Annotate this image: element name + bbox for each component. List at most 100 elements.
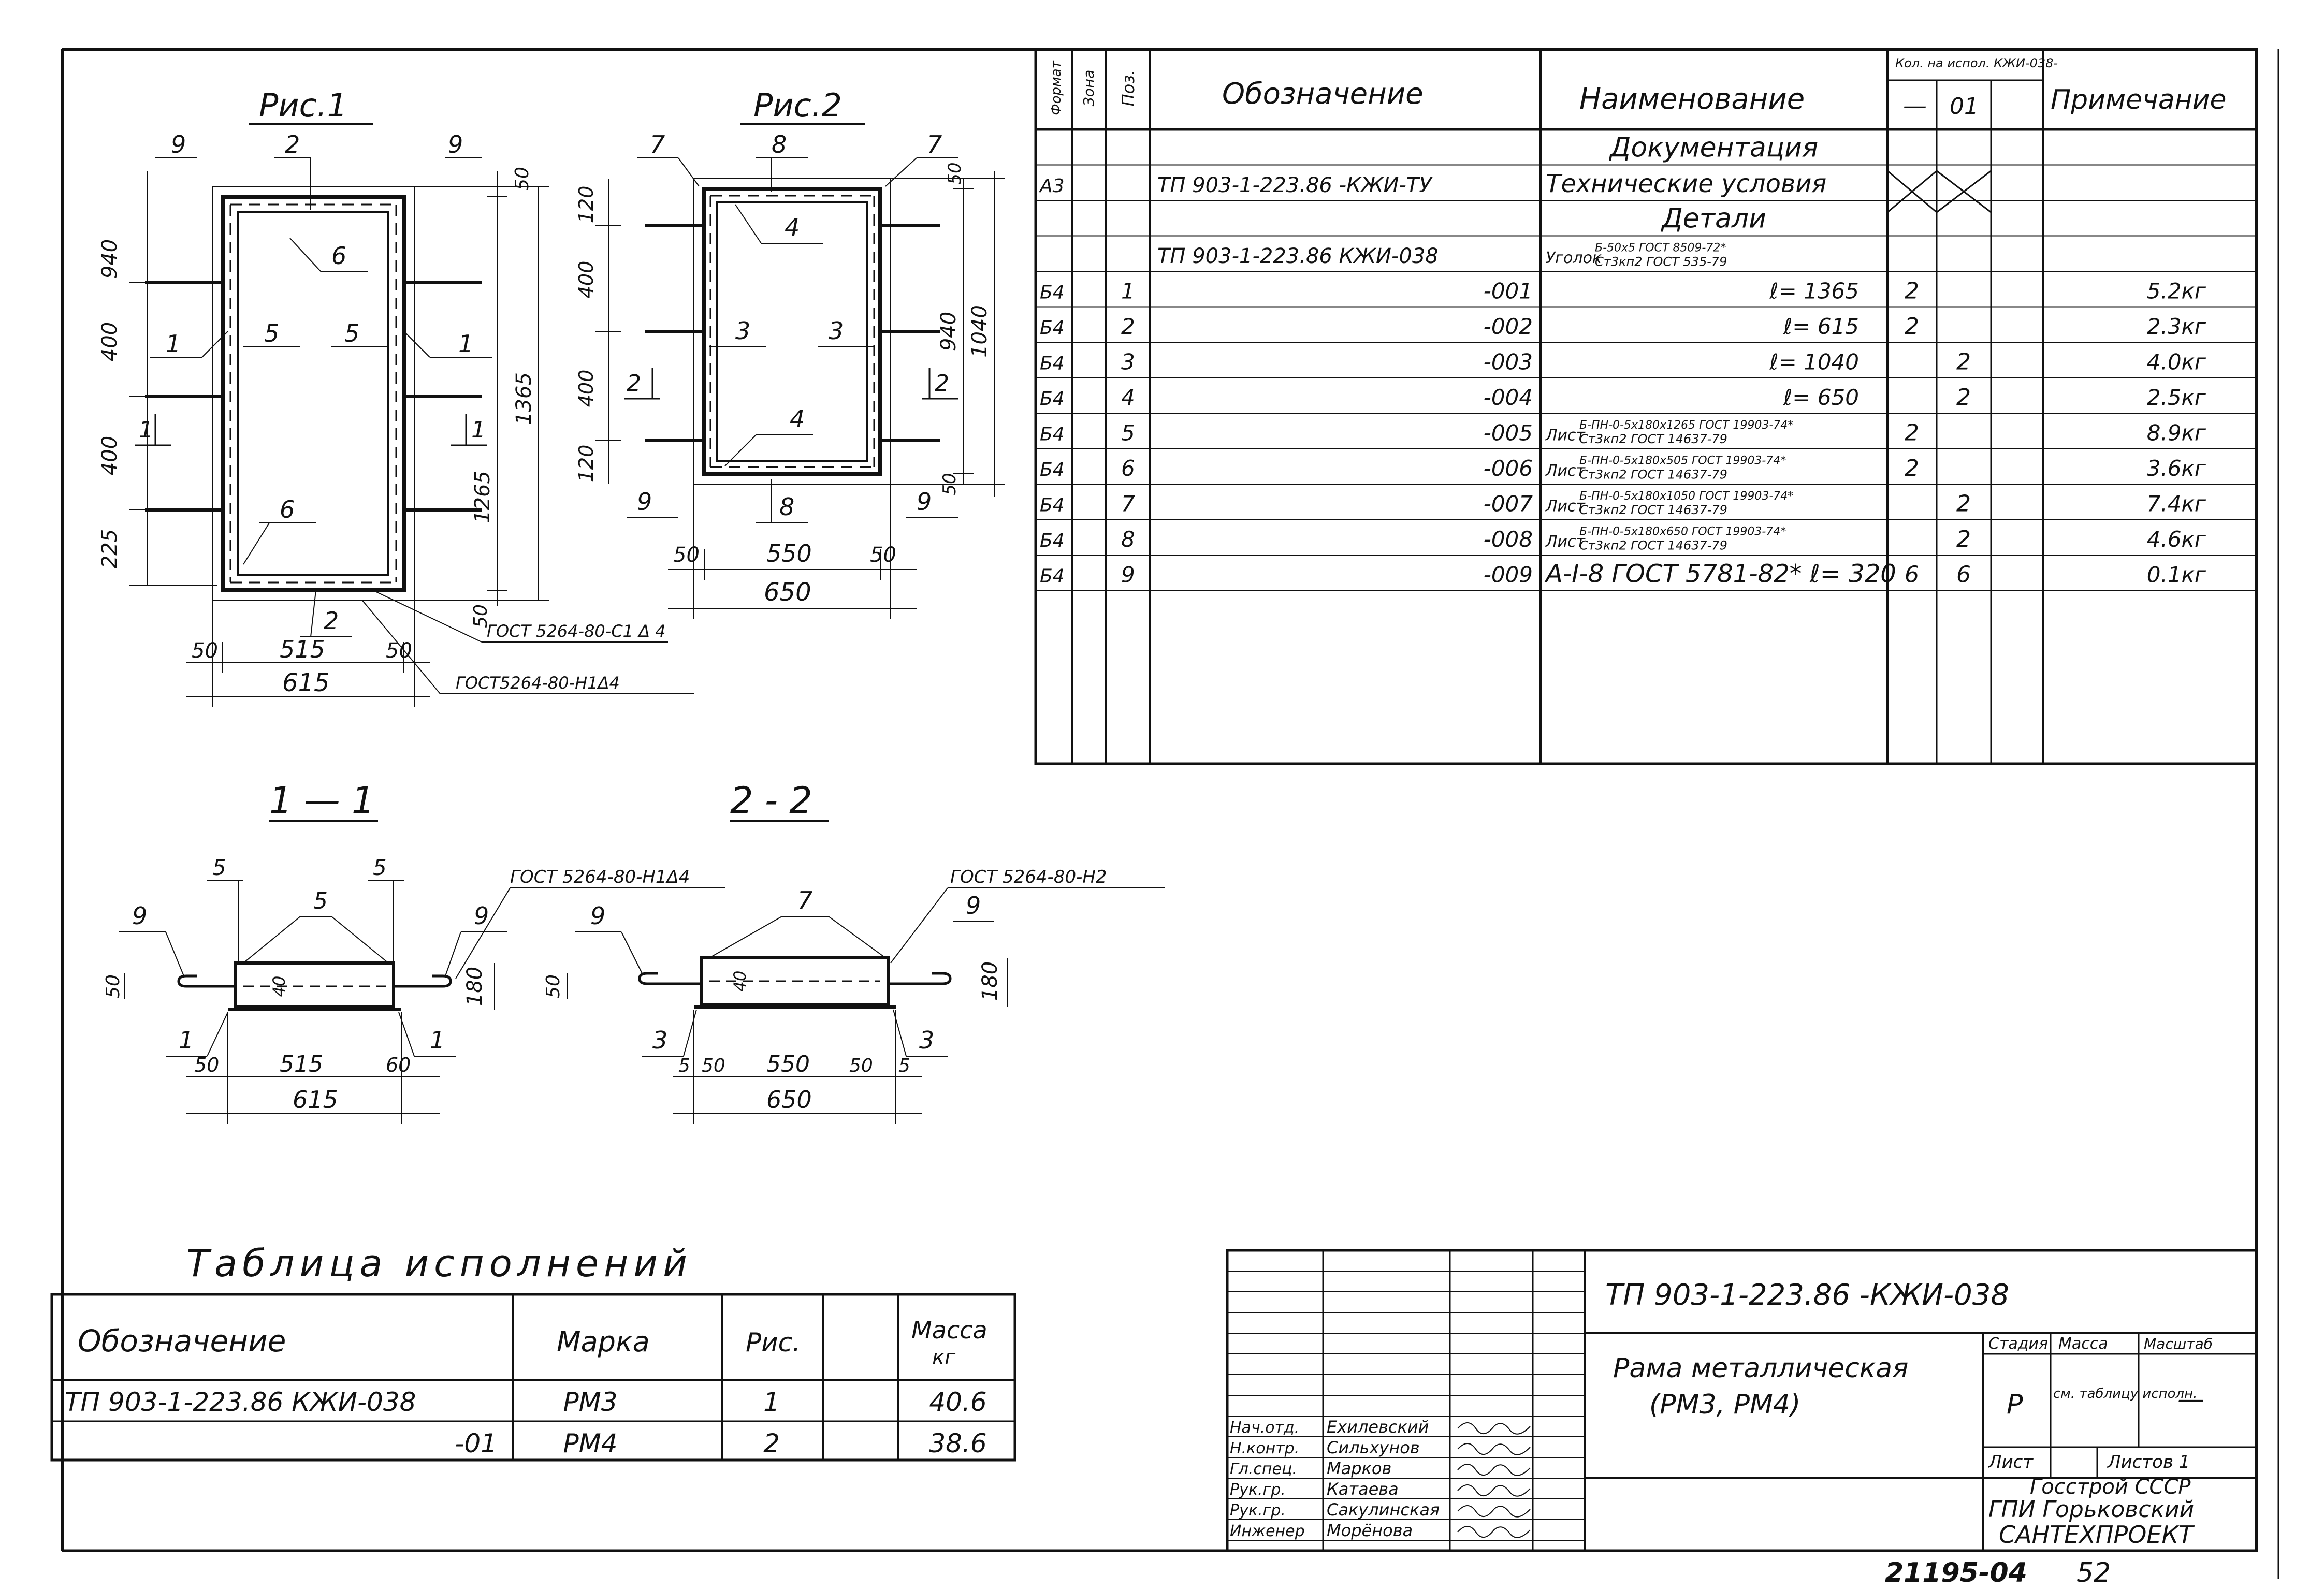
sec22-dim-650: 650 [766, 1086, 812, 1114]
variant-mass: 38.6 [929, 1428, 986, 1458]
spec-cell-name: ℓ= 1365 [1769, 279, 1859, 304]
variant-mass: 40.6 [929, 1387, 986, 1417]
spec-cell-name: Документация [1609, 133, 1818, 164]
sec22-weld: ГОСТ 5264-80-Н2 [950, 867, 1107, 887]
fig1-dim-50-r: 50 [386, 639, 412, 663]
tb-name-line1: Рама металлическая [1613, 1353, 1908, 1384]
tb-role: Н.контр. [1230, 1439, 1299, 1457]
spec-cell-pos: 3 [1121, 349, 1135, 375]
fig1-mark-2-bottom: 2 [324, 607, 339, 635]
figure-2: Рис.2 120 400 400 120 50 940 1040 [575, 86, 1005, 619]
fig2-mark-3-right: 3 [829, 317, 844, 345]
fig2-dim-120-top: 120 [575, 186, 598, 224]
spec-row: Детали [1661, 203, 1766, 235]
spec-cell-qty-a: 6 [1905, 562, 1919, 588]
sec11-mark-5a: 5 [212, 855, 226, 880]
spec-header-qty-a: — [1903, 92, 1927, 120]
sec22-dim-180: 180 [978, 961, 1002, 1001]
fig2-dim-400b: 400 [575, 370, 598, 407]
sec11-dim-40: 40 [269, 976, 289, 997]
spec-cell-name: Уголок [1546, 249, 1602, 267]
fig2-mark-3-left: 3 [735, 317, 750, 345]
spec-cell-name-line1: Б-ПН-0-5х180х1050 ГОСТ 19903-74* [1579, 490, 1793, 503]
tb-org3: САНТЕХПРОЕКТ [1999, 1521, 2195, 1549]
spec-cell-note: 0.1кг [2147, 562, 2206, 588]
spec-header-pos: Поз. [1119, 70, 1138, 107]
fig1-mark-6-top: 6 [331, 242, 346, 270]
spec-cell-name-line1: Б-ПН-0-5х180х650 ГОСТ 19903-74* [1579, 526, 1786, 538]
spec-cell-designation: -006 [1484, 456, 1533, 481]
tb-person-name: Сакулинская [1327, 1500, 1440, 1520]
signature-mark [1457, 1464, 1531, 1476]
fig2-mark-4-top: 4 [785, 213, 800, 241]
variant-designation: ТП 903-1-223.86 КЖИ-038 [65, 1387, 416, 1417]
tb-sheets-label: Листов 1 [2107, 1452, 2190, 1472]
signature-mark [1457, 1526, 1531, 1538]
tb-person-name: Катаева [1327, 1479, 1399, 1499]
fig1-dim-400b: 400 [98, 436, 122, 475]
spec-cell-note: 2.3кг [2147, 314, 2206, 339]
spec-cell-name-line1: Б-ПН-0-5х180х1265 ГОСТ 19903-74* [1579, 419, 1793, 432]
tb-role: Инженер [1230, 1522, 1305, 1540]
tb-signature-row: Н.контр.Сильхунов [1230, 1438, 1531, 1457]
fig2-dim-50-r: 50 [870, 543, 896, 567]
sec11-mark-9-left: 9 [132, 902, 147, 930]
variants-header-mass: Масса [911, 1316, 987, 1344]
spec-cell-designation: -001 [1484, 279, 1533, 304]
fig1-dim-1365: 1365 [512, 372, 536, 425]
fig2-mark-4-bottom: 4 [790, 405, 805, 433]
tb-name-line2: (РМ3, РМ4) [1649, 1389, 1800, 1420]
spec-cell-designation: -005 [1484, 420, 1533, 446]
fig2-dim-1040: 1040 [968, 305, 992, 358]
sec22-mark-9-left: 9 [590, 902, 605, 930]
fig1-dim-225: 225 [98, 529, 122, 568]
figure-1: Рис.1 940 400 400 225 50 [98, 86, 694, 707]
tb-signature-row: Инженер Морёнова [1230, 1521, 1531, 1540]
spec-cell-format: Б4 [1040, 459, 1065, 480]
sec11-dim-50b: 50 [194, 1054, 219, 1076]
spec-header-name: Наименование [1579, 82, 1805, 116]
tb-person-name: Ехилевский [1327, 1417, 1429, 1437]
fig1-section-1-right: 1 [471, 417, 486, 443]
spec-cell-format: Б4 [1040, 566, 1065, 587]
spec-cell-note: 2.5кг [2147, 385, 2206, 410]
sec22-dim-50: 50 [543, 974, 564, 998]
fig2-dim-50-l: 50 [673, 543, 700, 567]
fig1-dim-515: 515 [280, 635, 325, 663]
sec22-dim-5-left: 5 [678, 1055, 690, 1076]
sec11-mark-5c: 5 [373, 855, 387, 880]
spec-cell-designation: -003 [1484, 349, 1533, 375]
spec-header-designation: Обозначение [1222, 77, 1424, 111]
spec-cell-name: Лист [1545, 533, 1586, 551]
fig1-dim-940: 940 [98, 239, 122, 279]
fig1-weld-callout-2: ГОСТ5264-80-Н1Δ4 [456, 673, 620, 693]
sec11-title: 1 — 1 [269, 779, 375, 822]
fig2-dim-940: 940 [937, 312, 961, 351]
spec-cell-pos: 9 [1121, 562, 1135, 588]
spec-cell-note: 4.6кг [2147, 527, 2206, 552]
spec-header-qty-b: 01 [1950, 93, 1979, 120]
sec11-mark-1-left: 1 [179, 1026, 194, 1054]
tb-role: Рук.гр. [1230, 1481, 1286, 1499]
variants-header-mass-unit: кг [932, 1346, 956, 1369]
spec-cell-designation: ТП 903-1-223.86 КЖИ-038 [1157, 244, 1439, 268]
sec11-dim-515: 515 [280, 1051, 323, 1077]
tb-person-name: Морёнова [1327, 1521, 1413, 1540]
specification-table: Формат Зона Поз. Обозначение Наименовани… [1034, 48, 2258, 765]
spec-cell-format: А3 [1039, 176, 1065, 197]
title-block: ТП 903-1-223.86 -КЖИ-038 Рама металличес… [1226, 1249, 2258, 1552]
fig1-mark-2-top: 2 [285, 130, 300, 158]
spec-cell-pos: 2 [1121, 314, 1135, 339]
spec-cell-qty-b: 2 [1956, 384, 1971, 411]
signature-mark [1457, 1443, 1531, 1455]
spec-cell-format: Б4 [1040, 282, 1065, 303]
spec-cell-format: Б4 [1040, 495, 1065, 516]
signature-mark [1457, 1484, 1531, 1497]
